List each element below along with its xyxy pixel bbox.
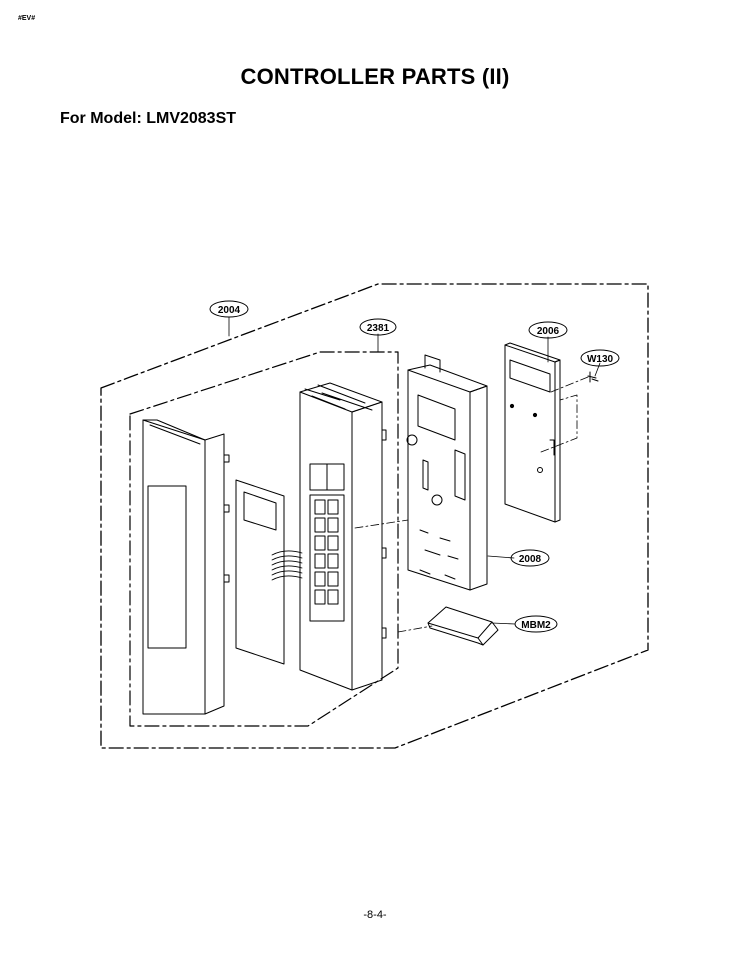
page-number: -8-4- xyxy=(363,909,387,921)
model-subtitle: For Model: LMV2083ST xyxy=(60,110,237,127)
ribbon-cable xyxy=(271,550,303,581)
callout-label-2381: 2381 xyxy=(367,323,390,334)
callout-label-mbm2: MBM2 xyxy=(521,620,551,631)
callout-leaders xyxy=(228,316,601,625)
controller-bracket xyxy=(406,354,488,591)
pcb-board xyxy=(504,342,561,523)
mounting-clip xyxy=(427,606,499,646)
callout-label-w130: W130 xyxy=(587,354,614,365)
callout-label-2004: 2004 xyxy=(218,305,241,316)
inner-assembly-boundary xyxy=(129,351,399,727)
membrane-sheet xyxy=(235,479,285,665)
callout-bubble-2381 xyxy=(359,318,397,336)
page-title: CONTROLLER PARTS (II) xyxy=(240,64,510,89)
control-panel-frame xyxy=(299,382,387,691)
callout-bubble-w130 xyxy=(580,349,620,367)
callout-bubble-mbm2 xyxy=(514,615,558,633)
callout-label-2008: 2008 xyxy=(519,554,542,565)
callout-bubble-2008 xyxy=(510,549,550,567)
alignment-lines xyxy=(354,376,589,633)
door-panel xyxy=(142,419,230,715)
document-code: #EV# xyxy=(18,15,36,22)
callout-label-2006: 2006 xyxy=(537,326,560,337)
callout-bubble-2004 xyxy=(209,300,249,318)
screw-w130 xyxy=(587,371,599,383)
callout-bubble-2006 xyxy=(528,321,568,339)
outer-assembly-boundary xyxy=(100,283,649,749)
